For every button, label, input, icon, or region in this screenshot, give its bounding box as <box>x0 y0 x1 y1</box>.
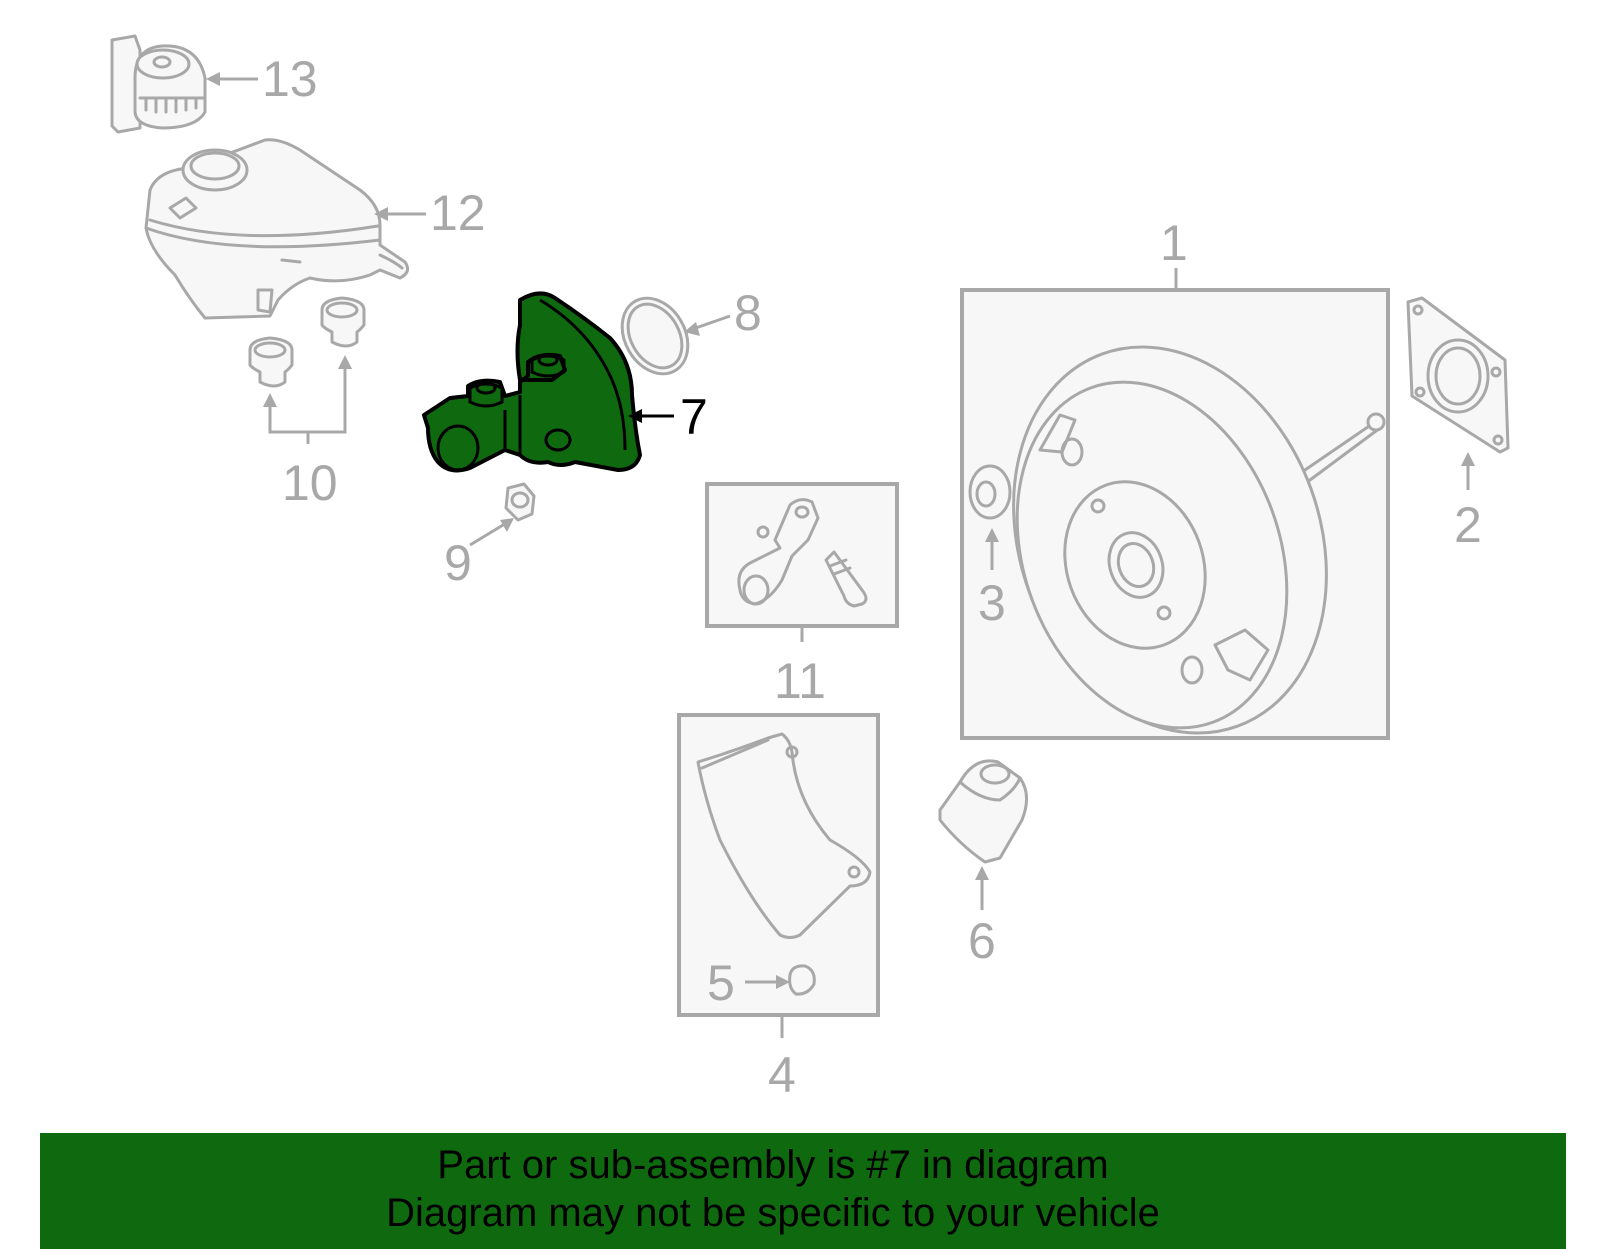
part-4-heat-shield-kit[interactable] <box>677 713 880 1017</box>
banner-disclaimer: Diagram may not be specific to your vehi… <box>386 1191 1160 1235</box>
part-6-vacuum-sensor[interactable] <box>938 759 1028 864</box>
callout-13: 13 <box>262 51 318 107</box>
callout-3: 3 <box>978 575 1006 631</box>
part-8-seal-ring[interactable] <box>609 286 701 385</box>
callout-7: 7 <box>680 389 708 445</box>
banner-part-note: Part or sub-assembly is #7 in diagram <box>437 1143 1109 1187</box>
part-13-reservoir-cap[interactable] <box>110 34 207 134</box>
callout-2: 2 <box>1454 497 1482 553</box>
part-2-booster-gasket[interactable] <box>1406 296 1510 454</box>
part-7-master-cylinder[interactable] <box>422 291 642 473</box>
part-10-grommets[interactable] <box>248 296 366 388</box>
callout-6: 6 <box>968 913 996 969</box>
callout-1: 1 <box>1160 215 1188 271</box>
info-banner: Part or sub-assembly is #7 in diagram Di… <box>40 1133 1566 1249</box>
callout-8: 8 <box>734 285 762 341</box>
callout-11: 11 <box>774 653 826 709</box>
callout-9: 9 <box>444 535 472 591</box>
part-12-fluid-reservoir[interactable] <box>144 138 410 320</box>
callout-4: 4 <box>768 1047 796 1103</box>
callout-5: 5 <box>707 955 735 1011</box>
callout-10: 10 <box>282 455 338 511</box>
part-9-nut[interactable] <box>504 482 536 522</box>
part-1-brake-booster[interactable] <box>960 288 1390 777</box>
part-11-bracket-kit[interactable] <box>705 482 899 628</box>
callout-12: 12 <box>430 185 486 241</box>
part-3-booster-grommet[interactable] <box>968 464 1012 520</box>
